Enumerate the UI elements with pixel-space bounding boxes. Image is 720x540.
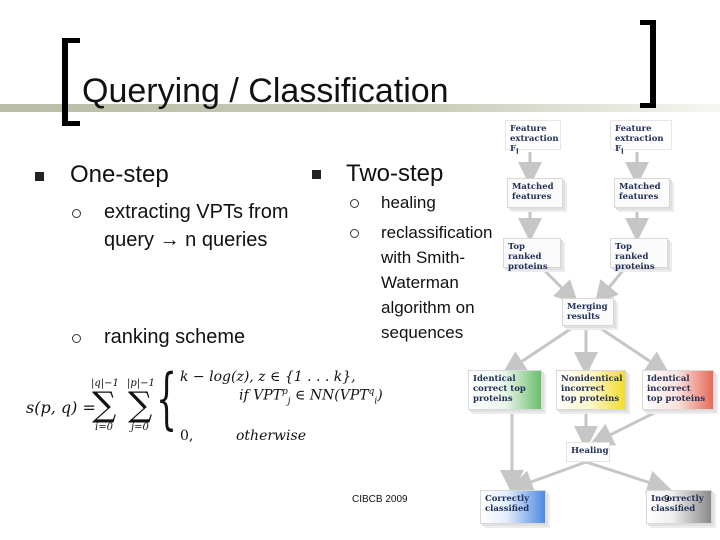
sum1-upper: |q|−1 <box>91 378 119 389</box>
identical-incorrect-box: Identical incorrect top proteins <box>642 370 714 410</box>
identical-correct-box: Identical correct top proteins <box>468 370 542 410</box>
right-item-2: reclassification with Smith-Waterman alg… <box>381 223 493 342</box>
square-bullet-icon <box>312 170 321 179</box>
case2-condition: otherwise <box>236 428 306 444</box>
feature-extraction-box-2: Feature extraction Fi <box>610 120 672 156</box>
left-item-1: extracting VPTs from query → n queries <box>104 201 289 251</box>
left-bracket <box>62 38 80 126</box>
right-item-1: healing <box>381 193 436 212</box>
nonidentical-incorrect-box: Nonidentical incorrect top proteins <box>556 370 626 410</box>
square-bullet-icon <box>35 172 44 181</box>
circle-bullet-icon <box>350 229 359 238</box>
footer-venue: CIBCB 2009 <box>352 494 408 505</box>
case2-value: 0, <box>180 428 194 444</box>
left-item-2: ranking scheme <box>104 326 246 348</box>
healing-box: Healing <box>566 442 610 462</box>
right-bracket <box>640 20 656 108</box>
two-step-heading: Two-step <box>346 160 444 187</box>
matched-features-box-1: Matched features <box>507 178 563 208</box>
page-number: 9 <box>664 494 670 505</box>
correctly-classified-box: Correctly classified <box>480 490 546 524</box>
slide-title: Querying / Classification <box>82 72 449 110</box>
one-step-heading: One-step <box>70 161 169 188</box>
case1-value: k − log(z), z ∈ {1 . . . k}, <box>180 369 356 385</box>
sum1-lower: i=0 <box>95 422 113 433</box>
circle-bullet-icon <box>72 209 81 218</box>
matched-features-box-2: Matched features <box>614 178 670 208</box>
top-ranked-box-2: Top ranked proteins <box>610 238 668 272</box>
sum-icon: ∑ <box>92 385 117 425</box>
incorrectly-classified-box: Incorrectly classified <box>646 490 712 524</box>
sum2-lower: j=0 <box>131 422 149 433</box>
feature-extraction-box-1: Feature extraction Fi <box>505 120 561 156</box>
left-brace-icon: { <box>156 360 177 437</box>
case1-condition: if VPTpj ∈ NN(VPTqi) <box>239 387 383 407</box>
sum2-upper: |p|−1 <box>127 378 155 389</box>
circle-bullet-icon <box>350 199 359 208</box>
formula-lhs: s(p, q) = <box>26 398 96 417</box>
title-rule <box>0 104 720 112</box>
flow-diagram-arrows <box>500 152 672 494</box>
merging-results-box: Merging results <box>562 298 614 326</box>
sum-icon: ∑ <box>128 385 153 425</box>
circle-bullet-icon <box>72 334 81 343</box>
top-ranked-box-1: Top ranked proteins <box>503 238 561 272</box>
